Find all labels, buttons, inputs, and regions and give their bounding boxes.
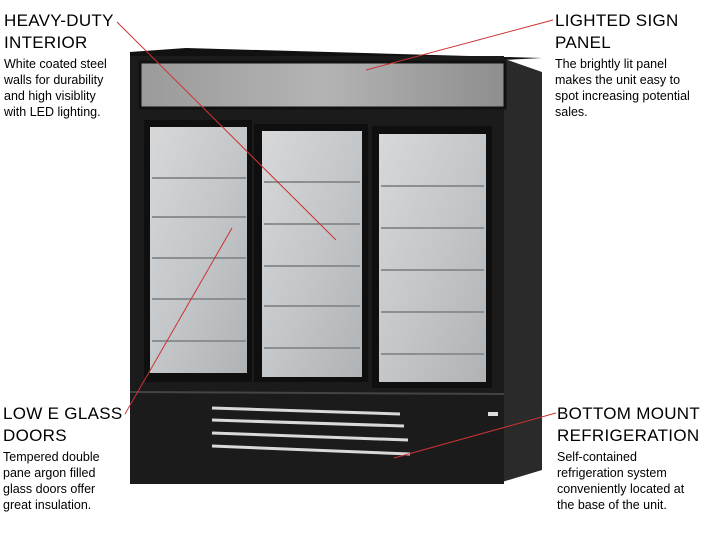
callout-title: LOW E GLASS DOORS [3, 404, 123, 445]
callout-description: White coated steel walls for durability … [4, 57, 107, 119]
callout-description: Tempered double pane argon filled glass … [3, 450, 100, 512]
leader-lines [116, 19, 557, 459]
callout-title: HEAVY-DUTY INTERIOR [4, 11, 114, 52]
callout-description: The brightly lit panel makes the unit ea… [555, 57, 690, 119]
refrigeration-grille [211, 406, 411, 456]
callout-heavy-duty-interior: HEAVY-DUTY INTERIOR White coated steel w… [4, 10, 134, 120]
callout-low-e-glass-doors: LOW E GLASS DOORS Tempered double pane a… [3, 403, 133, 513]
callout-title: LIGHTED SIGN PANEL [555, 11, 679, 52]
callout-description: Self-contained refrigeration system conv… [557, 450, 685, 512]
callout-bottom-mount-refrigeration: BOTTOM MOUNT REFRIGERATION Self-containe… [557, 403, 717, 513]
cabinet-side [502, 58, 542, 482]
glass-door-left [144, 120, 252, 382]
callout-lighted-sign-panel: LIGHTED SIGN PANEL The brightly lit pane… [555, 10, 720, 120]
glass-door-center [254, 124, 368, 382]
sign-panel [138, 60, 507, 110]
callout-title: BOTTOM MOUNT REFRIGERATION [557, 404, 701, 445]
glass-door-right [372, 126, 492, 388]
